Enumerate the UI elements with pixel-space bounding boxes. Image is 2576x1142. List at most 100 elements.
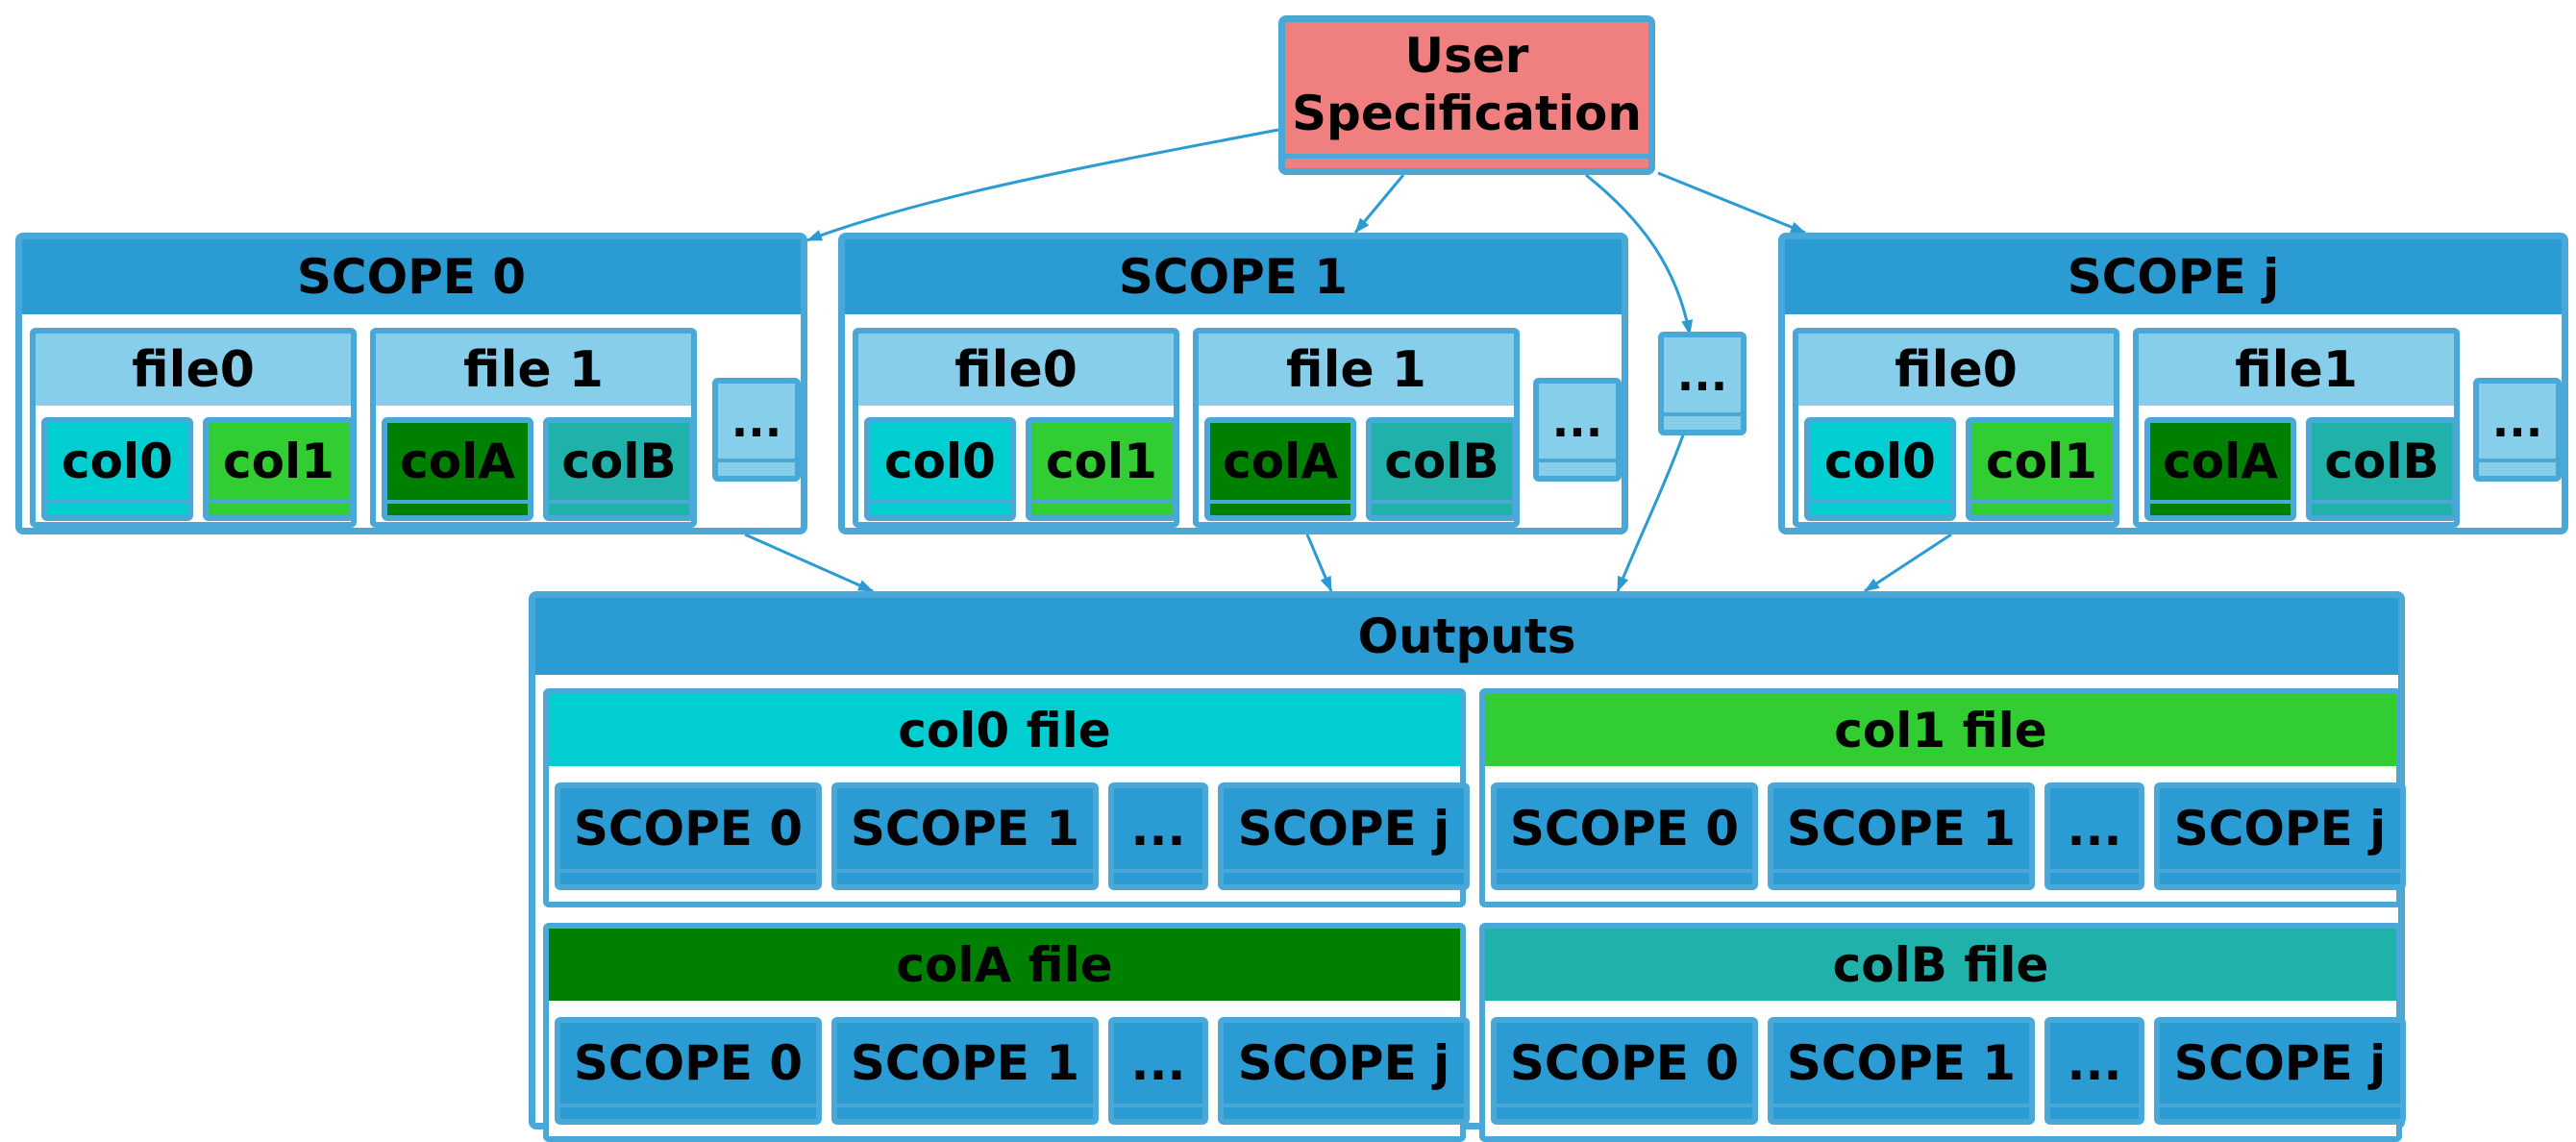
outputs-title: Outputs — [535, 598, 2398, 675]
column-colb: colB — [2306, 417, 2458, 521]
file-title: file0 — [858, 334, 1174, 406]
output-item-divider — [2050, 869, 2139, 873]
output-item-divider — [1497, 869, 1752, 873]
output-item-scope-j: SCOPE j — [2154, 1017, 2406, 1125]
column-divider — [549, 500, 689, 504]
file-title: file0 — [1798, 334, 2114, 406]
user-spec-node: User Specification — [1278, 15, 1655, 175]
output-item-divider — [1773, 869, 2029, 873]
output-item-scope-0: SCOPE 0 — [555, 1017, 822, 1125]
arrow-scope0-to-outputs — [744, 533, 874, 593]
column-divider — [1210, 500, 1350, 504]
arrow-spec-to-middle-more — [1585, 173, 1694, 335]
output-item-label: SCOPE 1 — [1786, 801, 2017, 856]
column-divider — [2150, 500, 2291, 504]
scope-more-label: ... — [731, 395, 782, 447]
column-colb: colB — [543, 417, 695, 521]
output-item-divider — [837, 1104, 1093, 1107]
column-divider — [1971, 500, 2112, 504]
output-item-divider — [837, 869, 1093, 873]
column-divider — [870, 500, 1010, 504]
scope-scope-1: SCOPE 1 file0 col0 col1 file 1 colA colB... — [838, 233, 1628, 534]
output-item-scope-0: SCOPE 0 — [1491, 782, 1758, 890]
output-item-scope-1: SCOPE 1 — [831, 782, 1099, 890]
middle-more-node: ... — [1658, 332, 1746, 435]
column-label: colB — [561, 434, 677, 489]
output-item-divider — [1114, 869, 1202, 873]
output-group-title: colB file — [1485, 929, 2396, 1001]
output-item-divider — [2160, 1104, 2400, 1107]
scope-more-label: ... — [1551, 395, 1603, 447]
output-item-divider — [1773, 1104, 2029, 1107]
middle-more-label: ... — [1676, 349, 1728, 401]
column-label: col0 — [1824, 434, 1936, 489]
output-item-label: SCOPE j — [2173, 1035, 2387, 1091]
output-item-label: SCOPE j — [1237, 1035, 1450, 1091]
output-group-title: colA file — [549, 929, 1460, 1001]
output-item-scope-j: SCOPE j — [1218, 1017, 1470, 1125]
column-col0: col0 — [1804, 417, 1956, 521]
scope-more-label: ... — [2491, 395, 2543, 447]
output-item-label: SCOPE 0 — [573, 1035, 804, 1091]
column-label: col0 — [884, 434, 996, 489]
file-file-1: file 1 colA colB — [1193, 328, 1520, 528]
output-item-label: SCOPE j — [1237, 801, 1450, 856]
column-label: col1 — [223, 434, 334, 489]
output-item-divider — [1497, 1104, 1752, 1107]
column-col1: col1 — [1966, 417, 2118, 521]
column-label: col1 — [1046, 434, 1157, 489]
column-col1: col1 — [203, 417, 355, 521]
column-divider — [2312, 500, 2452, 504]
column-label: col1 — [1986, 434, 2097, 489]
output-item-divider — [560, 1104, 816, 1107]
user-spec-title: User Specification — [1292, 28, 1642, 141]
column-col0: col0 — [864, 417, 1016, 521]
output-item-divider — [1224, 869, 1464, 873]
output-item-divider — [560, 869, 816, 873]
output-item-label: SCOPE 1 — [1786, 1035, 2017, 1091]
output-item-more: ... — [1108, 1017, 1208, 1125]
column-colb: colB — [1366, 417, 1518, 521]
scope-title: SCOPE 1 — [845, 239, 1622, 314]
arrow-spec-to-scopej — [1657, 171, 1806, 235]
column-cola: colA — [382, 417, 533, 521]
output-item-scope-j: SCOPE j — [1218, 782, 1470, 890]
column-label: colB — [1384, 434, 1499, 489]
output-item-scope-0: SCOPE 0 — [1491, 1017, 1758, 1125]
scope-more-node: ... — [1533, 378, 1622, 482]
file-title: file 1 — [376, 334, 691, 406]
output-item-scope-1: SCOPE 1 — [831, 1017, 1099, 1125]
column-label: colA — [2163, 434, 2278, 489]
column-divider — [1372, 500, 1512, 504]
column-label: colA — [1223, 434, 1338, 489]
scope-more-divider — [1539, 459, 1616, 462]
column-col0: col0 — [41, 417, 193, 521]
file-title: file 1 — [1199, 334, 1514, 406]
arrow-scopej-to-outputs — [1864, 533, 1952, 593]
output-item-more: ... — [1108, 782, 1208, 890]
output-group-title: col0 file — [549, 694, 1460, 766]
output-item-label: ... — [2067, 801, 2122, 856]
scope-more-divider — [2479, 459, 2556, 462]
output-item-label: SCOPE 1 — [850, 801, 1080, 856]
file-file0: file0 col0 col1 — [853, 328, 1179, 528]
column-label: colB — [2324, 434, 2440, 489]
scope-more-divider — [718, 459, 795, 462]
arrow-spec-to-scope0 — [806, 128, 1279, 242]
output-item-divider — [2160, 869, 2400, 873]
file-title: file0 — [36, 334, 351, 406]
scope-title: SCOPE j — [1785, 239, 2562, 314]
output-item-label: SCOPE 1 — [850, 1035, 1080, 1091]
output-item-label: SCOPE 0 — [1509, 1035, 1740, 1091]
column-divider — [1810, 500, 1950, 504]
arrow-scope1-to-outputs — [1305, 534, 1333, 592]
output-item-scope-1: SCOPE 1 — [1768, 1017, 2035, 1125]
output-item-more: ... — [2044, 782, 2144, 890]
column-divider — [209, 500, 349, 504]
